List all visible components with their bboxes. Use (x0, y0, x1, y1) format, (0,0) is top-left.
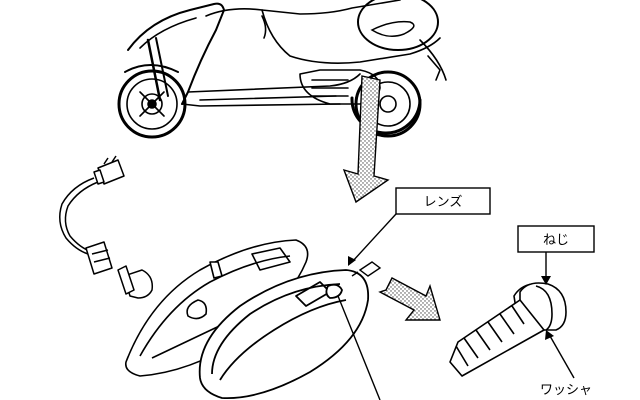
connector-plug (93, 155, 125, 185)
bulb (117, 265, 154, 299)
highlight-circle (357, 0, 439, 51)
lens-part (198, 269, 369, 399)
scooter-illustration (117, 0, 447, 139)
wire-harness (59, 155, 154, 299)
bulb-socket (85, 241, 113, 275)
zoom-arrow (342, 75, 390, 204)
washer-label-text: ワッシャ (540, 383, 592, 398)
lens-label: レンズ (348, 187, 491, 266)
small-screw (351, 261, 382, 277)
screw-label-text: ねじ (543, 233, 569, 248)
screw-detail (449, 282, 567, 377)
screw-label: ねじ (517, 225, 595, 285)
lens-label-text: レンズ (424, 194, 463, 210)
detail-arrow (378, 277, 441, 321)
washer-label: ワッシャ (540, 330, 592, 398)
lamp-housing (124, 239, 309, 377)
front-wheel (117, 69, 187, 139)
lens-leader-line (337, 295, 381, 400)
